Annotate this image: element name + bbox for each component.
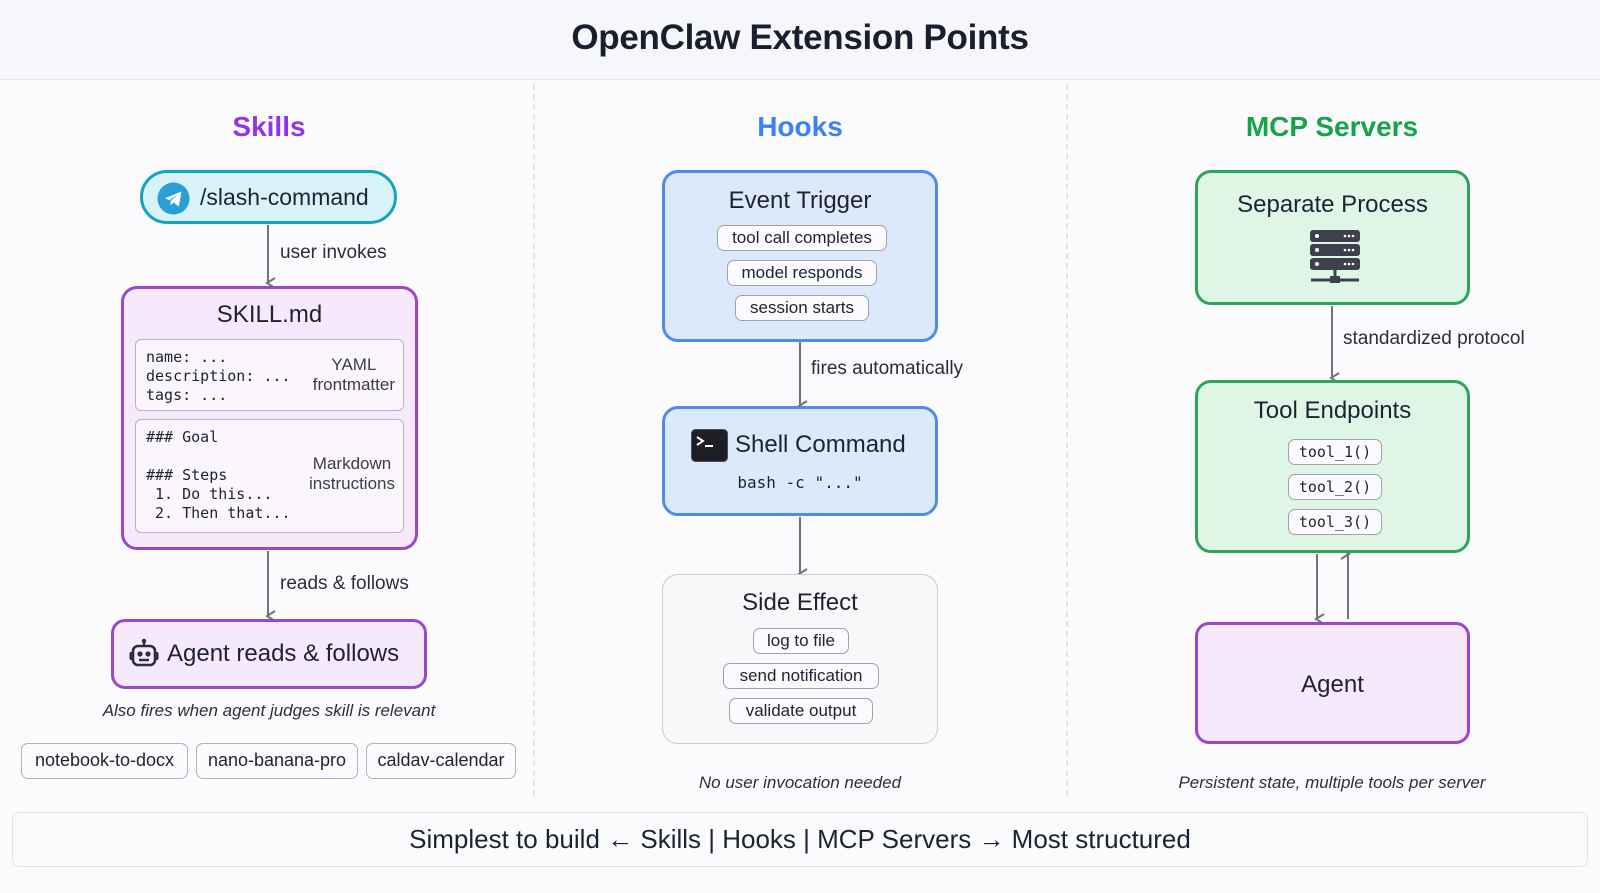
separate-process-box: Separate Process (1195, 170, 1470, 305)
separate-process-title: Separate Process (1237, 191, 1428, 218)
frontmatter-panel: name: ... description: ... tags: ... YAM… (135, 339, 404, 411)
instructions-panel: ### Goal ### Steps 1. Do this... 2. Then… (135, 419, 404, 533)
skills-note: Also fires when agent judges skill is re… (102, 701, 436, 720)
mcp-note: Persistent state, multiple tools per ser… (1178, 773, 1486, 792)
shell-command-title: Shell Command (735, 431, 906, 458)
slash-command-label: /slash-command (200, 184, 369, 210)
frontmatter-note: YAML frontmatter (312, 355, 395, 394)
event-trigger-box: Event Trigger tool call completes model … (662, 170, 938, 342)
example-skill-tag: notebook-to-docx (21, 743, 188, 779)
tool-endpoint-item: tool_2() (1288, 474, 1382, 500)
example-skill-tag: nano-banana-pro (196, 743, 358, 779)
skill-md-title: SKILL.md (216, 301, 323, 328)
header-bar (0, 0, 1600, 80)
slash-command-pill: /slash-command (140, 170, 397, 224)
robot-icon (128, 638, 160, 675)
instructions-note: Markdown instructions (309, 454, 395, 493)
shell-command-code: bash -c "..." (737, 473, 863, 492)
side-effect-item: validate output (729, 698, 873, 724)
footer-summary: Simplest to build ← Skills | Hooks | MCP… (12, 812, 1588, 867)
page-title: OpenClaw Extension Points (571, 18, 1029, 57)
side-effect-item: log to file (753, 628, 849, 654)
reads-follows-label: reads & follows (280, 573, 409, 594)
trigger-item: tool call completes (717, 225, 887, 251)
skill-md-box: SKILL.md name: ... description: ... tags… (121, 286, 418, 550)
instructions-code: ### Goal ### Steps 1. Do this... 2. Then… (146, 428, 291, 522)
agent-reads-label: Agent reads & follows (167, 640, 400, 667)
side-effect-box: Side Effect log to file send notificatio… (662, 574, 938, 744)
server-icon (1309, 229, 1361, 290)
skills-heading: Skills (232, 111, 306, 142)
user-invokes-label: user invokes (280, 242, 387, 263)
frontmatter-code: name: ... description: ... tags: ... (146, 348, 291, 404)
mcp-heading: MCP Servers (1245, 111, 1419, 142)
tool-endpoint-item: tool_1() (1288, 439, 1382, 465)
fires-automatically-label: fires automatically (811, 358, 964, 379)
column-divider-left (533, 84, 535, 796)
trigger-item: session starts (735, 295, 869, 321)
shell-command-box: Shell Command bash -c "..." (662, 406, 938, 516)
telegram-send-icon (157, 182, 190, 220)
side-effect-item: send notification (723, 663, 879, 689)
hooks-heading: Hooks (757, 111, 843, 142)
column-divider-right (1066, 84, 1068, 796)
hooks-note: No user invocation needed (698, 773, 902, 792)
terminal-icon (691, 429, 728, 467)
tool-endpoints-title: Tool Endpoints (1253, 397, 1412, 424)
trigger-item: model responds (727, 260, 877, 286)
agent-reads-box: Agent reads & follows (111, 619, 427, 689)
standardized-protocol-label: standardized protocol (1343, 328, 1525, 349)
event-trigger-title: Event Trigger (728, 187, 872, 214)
tool-endpoint-item: tool_3() (1288, 509, 1382, 535)
mcp-agent-box: Agent (1195, 622, 1470, 744)
mcp-agent-label: Agent (1301, 671, 1364, 698)
tool-endpoints-box: Tool Endpoints tool_1() tool_2() tool_3(… (1195, 380, 1470, 553)
side-effect-title: Side Effect (742, 589, 858, 616)
example-skill-tag: caldav-calendar (366, 743, 516, 779)
